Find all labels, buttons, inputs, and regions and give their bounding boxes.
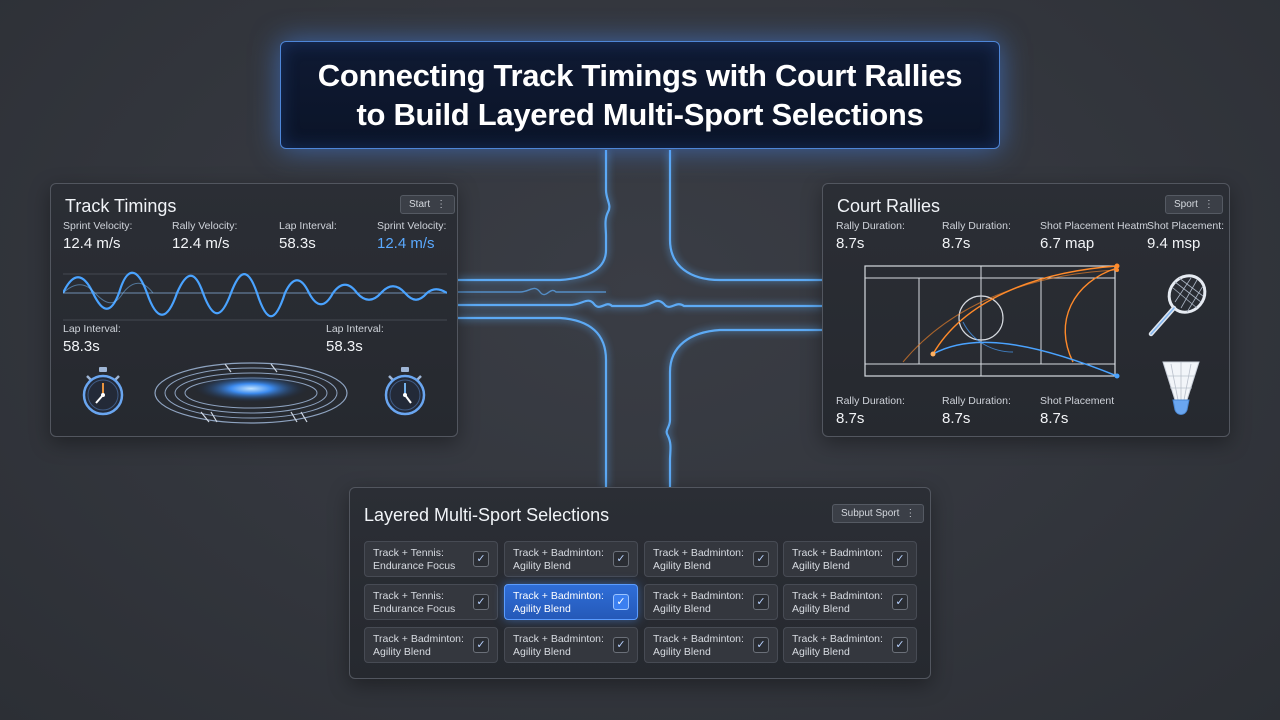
checkbox[interactable]: ✓ (753, 551, 769, 567)
checkbox[interactable]: ✓ (892, 594, 908, 610)
metric: Lap Interval: 58.3s (63, 323, 121, 355)
multi-sport-selections-panel: Layered Multi-Sport Selections Subput Sp… (349, 487, 931, 679)
more-icon: ⋮ (1203, 199, 1214, 210)
page-title: Connecting Track Timings with Court Rall… (317, 58, 963, 132)
checkbox[interactable]: ✓ (753, 637, 769, 653)
checkbox[interactable]: ✓ (753, 594, 769, 610)
checkbox[interactable]: ✓ (613, 551, 629, 567)
metric: Shot Placement: 9.4 msp (1147, 220, 1225, 252)
panel-title: Layered Multi-Sport Selections (364, 505, 610, 525)
metric: Shot Placement Heatm 6.7 map (1040, 220, 1148, 252)
selection-cell[interactable]: Track + Badminton: Agility Blend ✓ (504, 627, 638, 663)
running-track-icon (154, 362, 348, 424)
selection-cell[interactable]: Track + Tennis: Endurance Focus ✓ (364, 584, 498, 620)
court-rallies-panel: Court Rallies Sport⋮ Rally Duration: 8.7… (822, 183, 1230, 437)
selection-cell-selected[interactable]: Track + Badminton: Agility Blend ✓ (504, 584, 638, 620)
checkbox[interactable]: ✓ (892, 637, 908, 653)
selection-cell[interactable]: Track + Tennis: Endurance Focus ✓ (364, 541, 498, 577)
checkbox[interactable]: ✓ (613, 594, 629, 610)
metric: Rally Duration: 8.7s (836, 220, 905, 252)
metric: Shot Placement 8.7s (1040, 395, 1115, 427)
checkbox[interactable]: ✓ (892, 551, 908, 567)
stopwatch-icon (82, 367, 124, 416)
title-banner: Connecting Track Timings with Court Rall… (280, 41, 1000, 149)
metric: Rally Duration: 8.7s (836, 395, 905, 427)
start-dropdown[interactable]: Start⋮ (400, 195, 456, 214)
metric: Lap Interval: 58.3s (326, 323, 384, 355)
sport-dropdown[interactable]: Sport⋮ (1165, 195, 1223, 214)
panel-title: Track Timings (65, 196, 177, 216)
more-icon: ⋮ (905, 508, 916, 519)
metric: Rally Duration: 8.7s (942, 220, 1011, 252)
track-timings-panel: Track Timings Start⋮ Sprint Velocity: 12… (50, 183, 458, 437)
checkbox[interactable]: ✓ (613, 637, 629, 653)
metric: Rally Duration: 8.7s (942, 395, 1011, 427)
metric: Sprint Velocity: 12.4 m/s (63, 220, 133, 252)
court-diagram (864, 263, 1120, 379)
checkbox[interactable]: ✓ (473, 551, 489, 567)
panel-title: Court Rallies (837, 196, 941, 216)
checkbox[interactable]: ✓ (473, 637, 489, 653)
selection-cell[interactable]: Track + Badminton: Agility Blend ✓ (644, 541, 778, 577)
selection-cell[interactable]: Track + Badminton: Agility Blend ✓ (783, 541, 917, 577)
selection-cell[interactable]: Track + Badminton: Agility Blend ✓ (644, 584, 778, 620)
more-icon: ⋮ (436, 199, 447, 210)
shuttlecock-icon (1162, 361, 1200, 415)
metric: Lap Interval: 58.3s (279, 220, 337, 252)
selection-cell[interactable]: Track + Badminton: Agility Blend ✓ (504, 541, 638, 577)
metric: Rally Velocity: 12.4 m/s (172, 220, 238, 252)
selection-cell[interactable]: Track + Badminton: Agility Blend ✓ (644, 627, 778, 663)
metric-highlight: Sprint Velocity: 12.4 m/s (377, 220, 447, 252)
tennis-racket-icon (1148, 274, 1207, 337)
checkbox[interactable]: ✓ (473, 594, 489, 610)
waveform-graph (63, 271, 447, 321)
selection-cell[interactable]: Track + Badminton: Agility Blend ✓ (783, 584, 917, 620)
selection-cell[interactable]: Track + Badminton: Agility Blend ✓ (783, 627, 917, 663)
subput-sport-dropdown[interactable]: Subput Sport⋮ (832, 504, 925, 523)
selection-cell[interactable]: Track + Badminton: Agility Blend ✓ (364, 627, 498, 663)
stopwatch-icon (384, 367, 426, 416)
